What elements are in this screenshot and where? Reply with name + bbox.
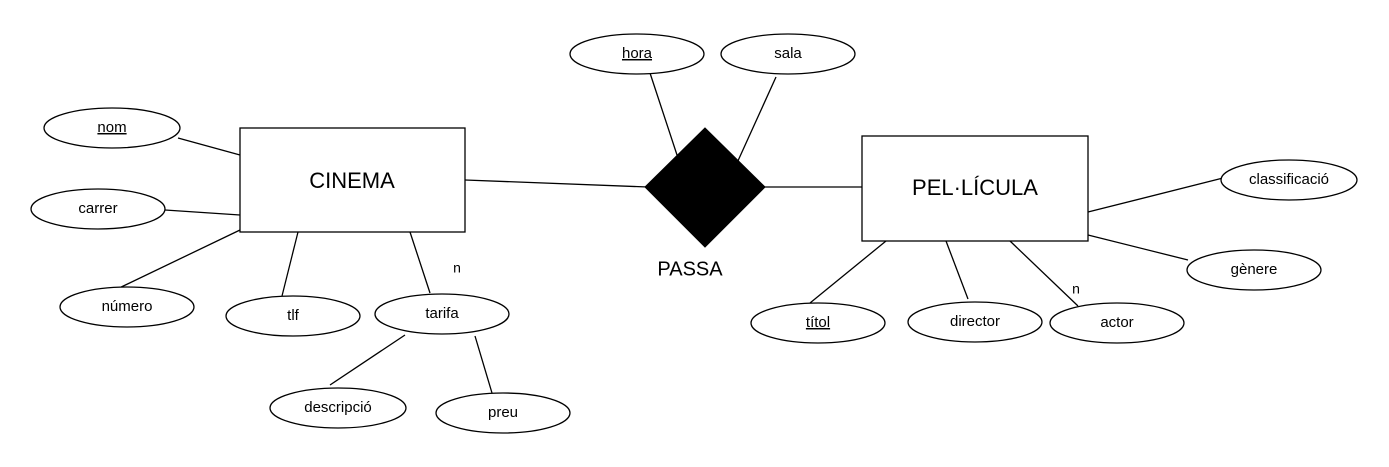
- attribute-classificacio[interactable]: classificació: [1220, 159, 1358, 201]
- entity-pelicula-box: [861, 135, 1089, 242]
- cardinality-actor: n: [1072, 281, 1080, 297]
- attribute-descripcio-ellipse: [269, 387, 407, 429]
- edge-passa-sala: [736, 76, 777, 164]
- attribute-tarifa-label: tarifa: [425, 305, 459, 322]
- entity-cinema[interactable]: CINEMA: [239, 127, 466, 233]
- edge-tarifa-preu: [474, 335, 493, 394]
- attribute-nom[interactable]: nom: [43, 107, 181, 149]
- attribute-titol-label: títol: [806, 314, 830, 331]
- edge-cinema-nom: [177, 137, 241, 156]
- attribute-genere[interactable]: gènere: [1186, 249, 1322, 291]
- attribute-sala-label: sala: [774, 45, 802, 62]
- relationship-passa-diamond: [644, 127, 766, 248]
- attribute-carrer-ellipse: [30, 188, 166, 230]
- relationship-passa-label: PASSA: [657, 258, 723, 280]
- entity-cinema-label: CINEMA: [309, 168, 395, 193]
- attribute-numero[interactable]: número: [59, 286, 195, 328]
- attribute-actor-label: actor: [1100, 314, 1133, 331]
- edge-pelicula-actor: [1009, 240, 1079, 307]
- relationship-passa[interactable]: PASSA: [644, 127, 766, 280]
- edge-pelicula-titol: [809, 240, 887, 304]
- attribute-tlf[interactable]: tlf: [225, 295, 361, 337]
- attribute-actor[interactable]: actor: [1049, 302, 1185, 344]
- attribute-carrer-label: carrer: [78, 200, 117, 217]
- attribute-genere-ellipse: [1186, 249, 1322, 291]
- attribute-descripcio[interactable]: descripció: [269, 387, 407, 429]
- entity-pelicula-label: PEL·LÍCULA: [912, 175, 1038, 200]
- attribute-actor-ellipse: [1049, 302, 1185, 344]
- attribute-preu[interactable]: preu: [435, 392, 571, 434]
- edge-pelicula-classificacio: [1087, 177, 1224, 213]
- attribute-hora-label: hora: [622, 45, 653, 62]
- attribute-sala-ellipse: [720, 33, 856, 75]
- edge-cinema-carrer: [164, 209, 241, 216]
- attribute-hora-ellipse: [569, 33, 705, 75]
- attribute-hora[interactable]: hora: [569, 33, 705, 75]
- attribute-classificacio-ellipse: [1220, 159, 1358, 201]
- attribute-numero-label: número: [102, 298, 153, 315]
- attribute-tlf-ellipse: [225, 295, 361, 337]
- entity-cinema-box: [239, 127, 466, 233]
- entity-pelicula[interactable]: PEL·LÍCULA: [861, 135, 1089, 242]
- attribute-carrer[interactable]: carrer: [30, 188, 166, 230]
- attribute-nom-ellipse: [43, 107, 181, 149]
- attribute-preu-label: preu: [488, 404, 518, 421]
- attribute-tlf-label: tlf: [287, 307, 300, 324]
- edge-tarifa-descripcio: [329, 334, 406, 386]
- edge-passa-hora: [649, 72, 679, 159]
- edge-cinema-passa: [464, 179, 649, 188]
- attribute-nom-label: nom: [97, 119, 126, 136]
- attribute-numero-ellipse: [59, 286, 195, 328]
- cardinality-tarifa: n: [453, 260, 461, 276]
- edge-cinema-tarifa: [409, 231, 431, 294]
- attribute-sala[interactable]: sala: [720, 33, 856, 75]
- attribute-preu-ellipse: [435, 392, 571, 434]
- attribute-titol[interactable]: títol: [750, 302, 886, 344]
- attribute-director-label: director: [950, 313, 1000, 330]
- attribute-classificacio-label: classificació: [1249, 171, 1329, 188]
- attribute-director-ellipse: [907, 301, 1043, 343]
- attribute-titol-ellipse: [750, 302, 886, 344]
- attribute-descripcio-label: descripció: [304, 399, 372, 416]
- edge-pelicula-director: [945, 240, 969, 300]
- attribute-director[interactable]: director: [907, 301, 1043, 343]
- edge-cinema-tlf: [281, 231, 299, 297]
- connector-lines: [114, 72, 1224, 394]
- attribute-genere-label: gènere: [1231, 261, 1278, 278]
- attribute-tarifa[interactable]: tarifa: [374, 293, 510, 335]
- edge-pelicula-genere: [1087, 234, 1189, 261]
- attribute-tarifa-ellipse: [374, 293, 510, 335]
- edge-cinema-numero: [114, 229, 241, 291]
